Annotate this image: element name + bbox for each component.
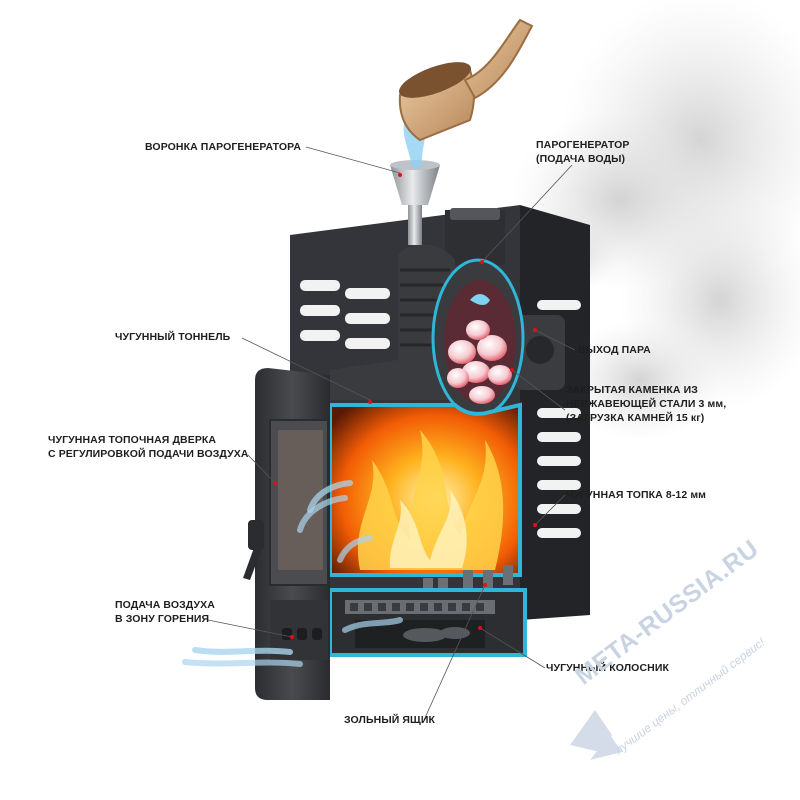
- label-firebox: ЧУГУННАЯ ТОПКА 8-12 мм: [566, 489, 707, 501]
- firebox: [328, 402, 522, 594]
- label-ash-box: ЗОЛЬНЫЙ ЯЩИК: [344, 714, 435, 726]
- watermark-logo: [570, 710, 622, 760]
- steam-generator-pipe: [445, 208, 505, 265]
- label-grate: ЧУГУННЫЙ КОЛОСНИК: [546, 662, 669, 674]
- steam-outlet: [515, 315, 565, 390]
- label-funnel: ВОРОНКА ПАРОГЕНЕРАТОРА: [145, 141, 302, 153]
- label-steam-outlet: ВЫХОД ПАРА: [578, 344, 651, 356]
- callout-markers: [273, 173, 537, 639]
- steam-generator-funnel: [390, 160, 440, 245]
- firebox-door: [255, 368, 330, 700]
- label-tunnel: ЧУГУННЫЙ ТОННЕЛЬ: [115, 331, 231, 343]
- door-handle: [243, 520, 264, 580]
- heater-chamber: [431, 258, 525, 418]
- label-steam-generator-2: (ПОДАЧА ВОДЫ): [536, 153, 626, 165]
- leader-lines: [207, 146, 576, 721]
- label-steam-generator-1: ПАРОГЕНЕРАТОР: [536, 139, 630, 151]
- label-door-1: ЧУГУННАЯ ТОПОЧНАЯ ДВЕРКА: [48, 434, 217, 446]
- label-heater-2: НЕРЖАВЕЮЩЕЙ СТАЛИ 3 мм,: [566, 398, 727, 410]
- ladle-icon: [398, 18, 534, 142]
- label-door-2: С РЕГУЛИРОВКОЙ ПОДАЧИ ВОЗДУХА: [48, 448, 249, 460]
- label-air-2: В ЗОНУ ГОРЕНИЯ: [115, 613, 210, 625]
- label-heater-3: (ЗАГРУЗКА КАМНЕЙ 15 кг): [566, 412, 705, 424]
- air-flow-arrows: [182, 480, 403, 667]
- label-heater-1: ЗАКРЫТАЯ КАМЕНКА ИЗ: [566, 384, 698, 396]
- label-air-1: ПОДАЧА ВОЗДУХА: [115, 599, 215, 611]
